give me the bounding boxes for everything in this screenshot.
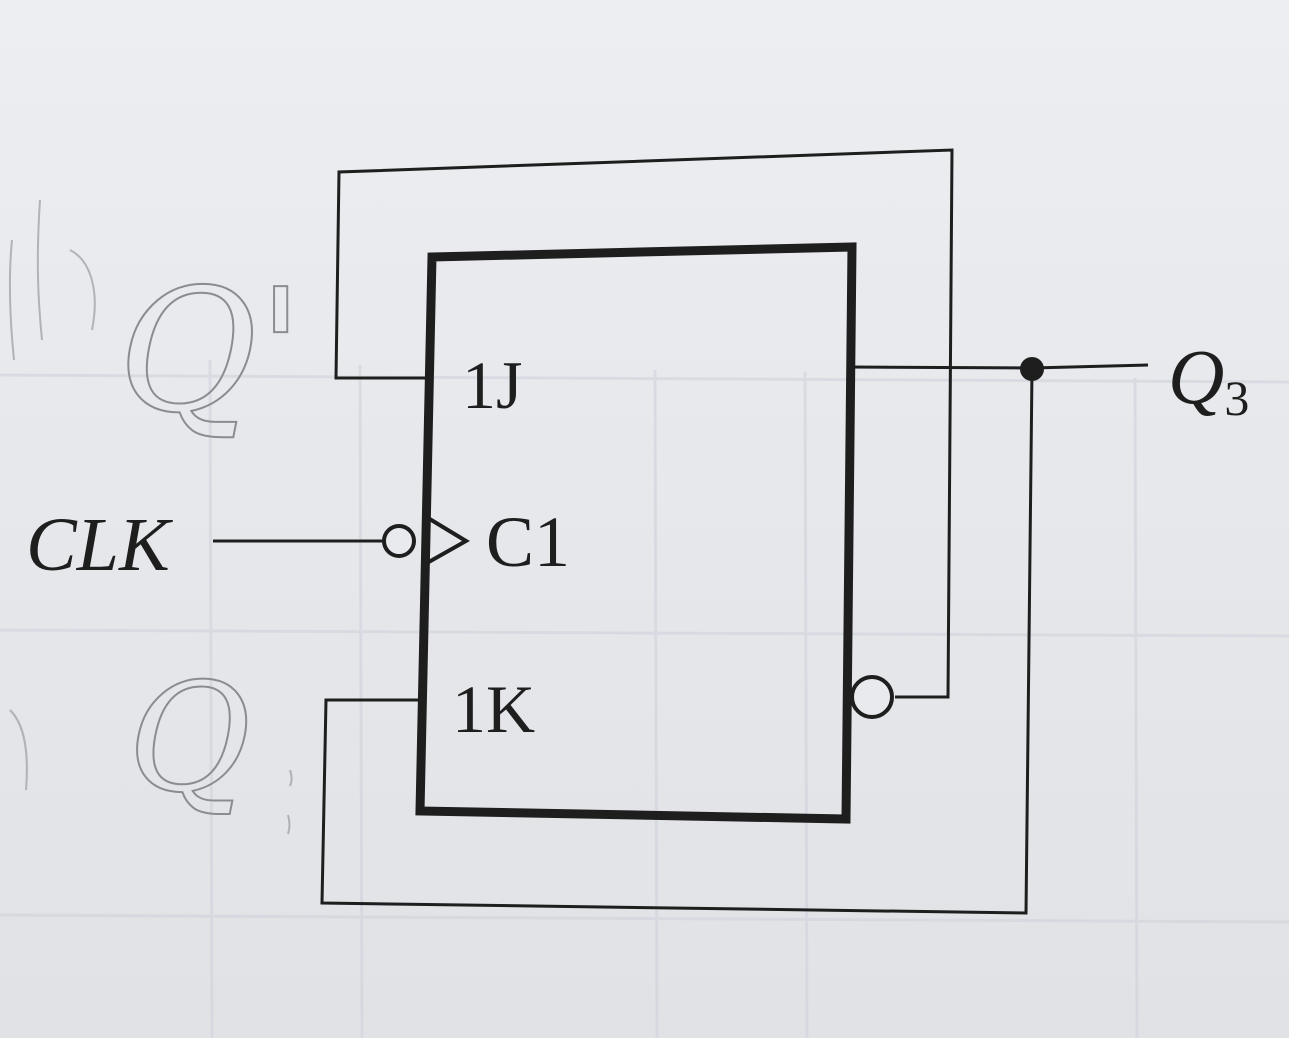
pin-label-1k: 1K: [452, 671, 535, 747]
flip-flop-body: [415, 242, 857, 824]
q3-output-name: Q: [1168, 333, 1224, 420]
q3-output-label: Q3: [1168, 333, 1249, 426]
q3-output-subscript: 3: [1224, 370, 1249, 426]
clock-edge-triangle: [426, 516, 470, 565]
handwritten-lower-note: Q: [128, 652, 251, 826]
qbar-inversion-bubble: [850, 675, 894, 719]
handwritten-upper-note: Q': [118, 253, 304, 451]
grid-line: [208, 359, 214, 1038]
scribble-mark: [287, 814, 291, 835]
grid-line: [0, 913, 1289, 924]
pin-label-c1: C1: [486, 502, 570, 582]
grid-line: [653, 369, 659, 1038]
clk-label: CLK: [26, 503, 173, 587]
scribble-mark: [69, 249, 96, 331]
j-feedback-wire: [334, 148, 954, 699]
scribble-mark: [36, 199, 43, 341]
scribble-mark: [289, 769, 293, 787]
grid-line: [803, 371, 809, 1038]
pencil-scribbles: [8, 199, 293, 835]
grid-line: [0, 373, 1289, 384]
pin-label-1j: 1J: [462, 347, 522, 423]
k-feedback-wire: [320, 369, 1034, 915]
clock-inversion-bubble: [382, 524, 416, 558]
grid-line: [0, 628, 1289, 638]
scribble-mark: [8, 239, 15, 361]
grid-line: [1133, 377, 1139, 1038]
junction-dot: [1020, 357, 1044, 381]
scribble-mark: [9, 709, 28, 791]
q-output-wire: [849, 363, 1149, 370]
